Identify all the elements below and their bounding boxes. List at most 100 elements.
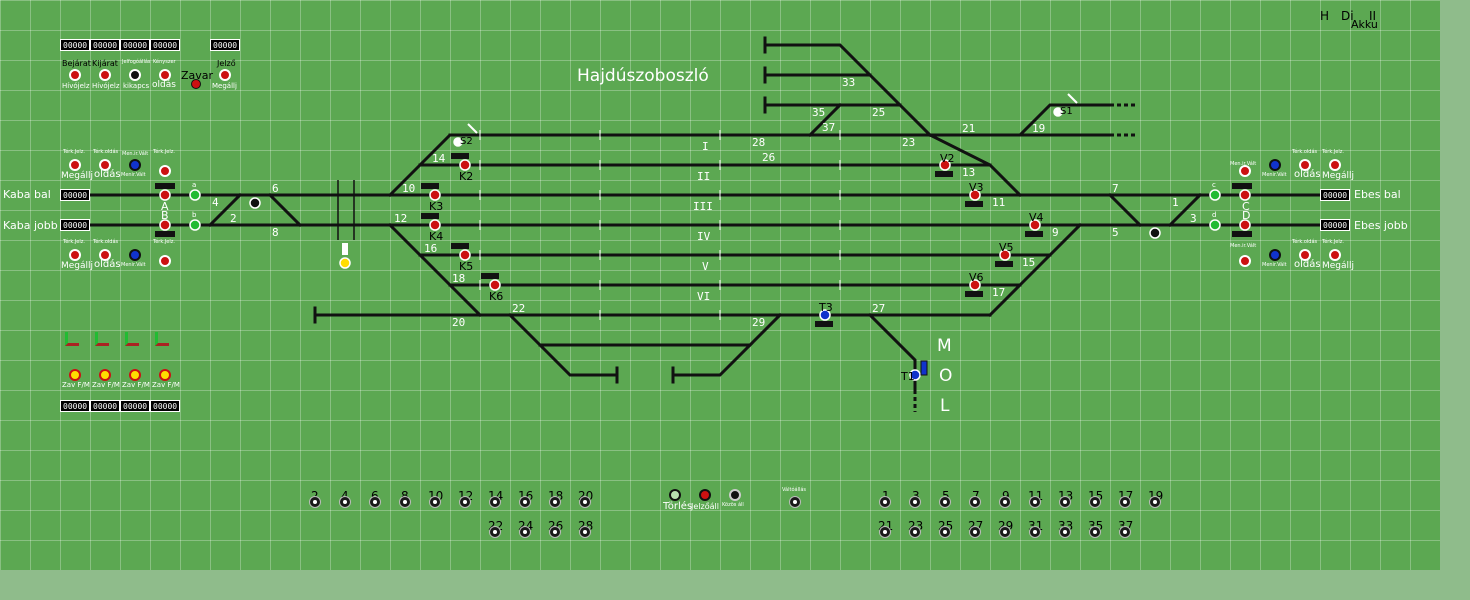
switch-16: 16 bbox=[424, 242, 438, 255]
point-button-35[interactable] bbox=[1089, 526, 1101, 538]
point-button-23[interactable] bbox=[909, 526, 921, 538]
counter-jelzo: 00000 bbox=[210, 39, 241, 51]
point-button-25[interactable] bbox=[939, 526, 951, 538]
btn-bejarat-bottom: Hívójelz bbox=[62, 82, 90, 90]
shunt-S1-lamp bbox=[1053, 107, 1063, 117]
track-label-II: II bbox=[697, 170, 711, 183]
zav-fm-button-2[interactable] bbox=[99, 369, 111, 381]
megallj-button-left-2[interactable] bbox=[69, 249, 81, 261]
signal-V6-lamp bbox=[969, 279, 981, 291]
terel-button-left-1[interactable] bbox=[159, 165, 171, 177]
track-siding-1 bbox=[763, 43, 933, 138]
zavar-label: Zavar bbox=[181, 69, 214, 82]
point-button-16[interactable] bbox=[519, 496, 531, 508]
switch-27: 27 bbox=[872, 302, 886, 315]
signal-K2-label: K2 bbox=[459, 170, 474, 183]
valtozas-small-label: Váltóállás bbox=[782, 487, 807, 493]
signal-stand-V2 bbox=[935, 171, 953, 177]
switch-22: 22 bbox=[512, 302, 526, 315]
point-button-3[interactable] bbox=[909, 496, 921, 508]
point-button-11[interactable] bbox=[1029, 496, 1041, 508]
kijarat-hivojelz-button[interactable] bbox=[99, 69, 111, 81]
shunt-S1-label: S1 bbox=[1060, 106, 1073, 117]
point-button-26[interactable] bbox=[549, 526, 561, 538]
point-button-22[interactable] bbox=[489, 526, 501, 538]
terel-small-r2: Térk.Jelz. bbox=[1322, 239, 1344, 245]
jelzo-megallj-button[interactable] bbox=[219, 69, 231, 81]
signal-stand-K5 bbox=[451, 243, 469, 249]
point-button-15[interactable] bbox=[1089, 496, 1101, 508]
point-button-24[interactable] bbox=[519, 526, 531, 538]
kenyszer-oldas-button[interactable] bbox=[159, 69, 171, 81]
point-button-28[interactable] bbox=[579, 526, 591, 538]
signal-crossing-lamp bbox=[339, 257, 351, 269]
track-diagram bbox=[88, 36, 1322, 412]
jelzoall-button[interactable] bbox=[699, 489, 711, 501]
signal-a-lamp bbox=[189, 189, 201, 201]
signal-T3-lamp bbox=[819, 309, 831, 321]
signal-T1-lamp bbox=[909, 369, 921, 381]
point-button-7[interactable] bbox=[969, 496, 981, 508]
switch-18: 18 bbox=[452, 272, 466, 285]
point-button-31[interactable] bbox=[1029, 526, 1041, 538]
point-button-13[interactable] bbox=[1059, 496, 1071, 508]
switch-33: 33 bbox=[842, 76, 856, 89]
terel-button-left-2[interactable] bbox=[159, 255, 171, 267]
megallj-button-right-1[interactable] bbox=[1329, 159, 1341, 171]
megallj-button-right-2[interactable] bbox=[1329, 249, 1341, 261]
line-counter-ebes-bal: 00000 bbox=[1320, 189, 1351, 201]
menir-button-left-2[interactable] bbox=[129, 249, 141, 261]
oldas-button-left-2[interactable] bbox=[99, 249, 111, 261]
point-button-6[interactable] bbox=[369, 496, 381, 508]
signal-T1-label: T1 bbox=[901, 370, 915, 383]
point-button-17[interactable] bbox=[1119, 496, 1131, 508]
menir-button-right-1[interactable] bbox=[1269, 159, 1281, 171]
line-label-ebes-jobb: Ebes jobb bbox=[1354, 219, 1408, 232]
track-siding-right bbox=[928, 103, 1112, 137]
oldas-label-left-2: oldás bbox=[94, 259, 121, 270]
signal-T3-label: T3 bbox=[819, 301, 833, 314]
point-button-37[interactable] bbox=[1119, 526, 1131, 538]
point-button-9[interactable] bbox=[999, 496, 1011, 508]
point-button-20[interactable] bbox=[579, 496, 591, 508]
track-bottom-siding-1 bbox=[507, 312, 617, 377]
point-button-8[interactable] bbox=[399, 496, 411, 508]
valtozas-button[interactable] bbox=[789, 496, 801, 508]
point-button-14[interactable] bbox=[489, 496, 501, 508]
point-button-33[interactable] bbox=[1059, 526, 1071, 538]
oldas-button-right-2[interactable] bbox=[1299, 249, 1311, 261]
point-button-5[interactable] bbox=[939, 496, 951, 508]
point-button-10[interactable] bbox=[429, 496, 441, 508]
menir-button-right-2[interactable] bbox=[1269, 249, 1281, 261]
menir-button-left-1[interactable] bbox=[129, 159, 141, 171]
megallj-label-right-1: Megállj bbox=[1322, 171, 1355, 181]
point-button-4[interactable] bbox=[339, 496, 351, 508]
terel-button-right-2[interactable] bbox=[1239, 255, 1251, 267]
point-button-21[interactable] bbox=[879, 526, 891, 538]
point-button-1[interactable] bbox=[879, 496, 891, 508]
point-button-18[interactable] bbox=[549, 496, 561, 508]
bejarat-hivojelz-button[interactable] bbox=[69, 69, 81, 81]
oldas-button-left-1[interactable] bbox=[99, 159, 111, 171]
btn-kenyszer-top: Kényszer bbox=[153, 59, 176, 65]
point-button-12[interactable] bbox=[459, 496, 471, 508]
point-button-29[interactable] bbox=[999, 526, 1011, 538]
oldas-button-right-1[interactable] bbox=[1299, 159, 1311, 171]
point-button-19[interactable] bbox=[1149, 496, 1161, 508]
zav-fm-button-3[interactable] bbox=[129, 369, 141, 381]
feloldas-small-l2: Térk.oldás bbox=[93, 239, 119, 245]
terel-button-right-1[interactable] bbox=[1239, 165, 1251, 177]
point-button-27[interactable] bbox=[969, 526, 981, 538]
point-button-2[interactable] bbox=[309, 496, 321, 508]
menir-label-right-2: Menir.Vált bbox=[1262, 262, 1287, 268]
feloldas-small-r1: Térk.oldás bbox=[1292, 149, 1318, 155]
switch-26: 26 bbox=[762, 151, 776, 164]
torles-button[interactable] bbox=[669, 489, 681, 501]
zav-fm-button-1[interactable] bbox=[69, 369, 81, 381]
jelfogo-kikapcs-button[interactable] bbox=[129, 69, 141, 81]
megallj-label-left-1: Megállj bbox=[61, 171, 94, 181]
zav-fm-label-1: Zav F/M bbox=[62, 381, 90, 389]
zav-fm-button-4[interactable] bbox=[159, 369, 171, 381]
megallj-button-left-1[interactable] bbox=[69, 159, 81, 171]
kozos-all-button[interactable] bbox=[729, 489, 741, 501]
